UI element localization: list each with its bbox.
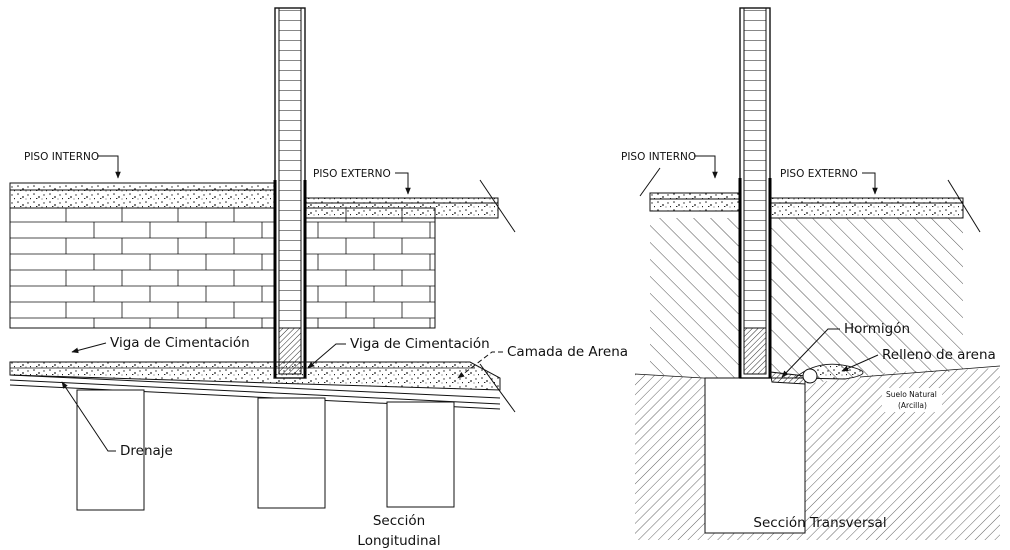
svg-text:Sección Transversal: Sección Transversal — [753, 515, 886, 531]
label-drenaje: Drenaje — [61, 381, 173, 459]
label-piso-interno-right: PISO INTERNO — [621, 151, 718, 179]
transversal-section: PISO INTERNO PISO EXTERNO Hormigón Relle… — [621, 7, 1001, 540]
longitudinal-section: PISO INTERNO PISO EXTERNO Viga de Ciment… — [9, 7, 628, 549]
label-viga-1: Viga de Cimentación — [71, 335, 250, 354]
interior-floor-slab — [9, 182, 279, 209]
svg-text:PISO INTERNO: PISO INTERNO — [621, 151, 696, 163]
concrete-wedge — [769, 371, 806, 385]
label-camada: Camada de Arena — [457, 344, 628, 379]
label-piso-externo-right: PISO EXTERNO — [780, 168, 878, 195]
svg-text:Suelo Natural: Suelo Natural — [886, 390, 937, 399]
caption-longitudinal: Sección Longitudinal — [357, 513, 440, 549]
label-piso-interno-left: PISO INTERNO — [24, 151, 121, 179]
svg-text:Camada de Arena: Camada de Arena — [507, 344, 628, 360]
svg-text:PISO INTERNO: PISO INTERNO — [24, 151, 99, 163]
svg-text:(Arcilla): (Arcilla) — [898, 401, 927, 410]
footing — [704, 377, 806, 534]
svg-text:Drenaje: Drenaje — [120, 443, 173, 459]
column-right — [738, 7, 772, 379]
svg-text:PISO EXTERNO: PISO EXTERNO — [313, 168, 391, 180]
svg-text:Sección: Sección — [373, 513, 425, 529]
svg-text:Viga de Cimentación: Viga de Cimentación — [350, 336, 490, 352]
label-hormigon: Hormigón — [781, 321, 910, 378]
interior-floor-slab-right — [639, 167, 741, 212]
exterior-floor-slab-right — [769, 179, 981, 233]
svg-text:Viga de Cimentación: Viga de Cimentación — [110, 335, 250, 351]
caption-transversal: Sección Transversal — [753, 515, 886, 531]
svg-text:Hormigón: Hormigón — [844, 321, 910, 337]
svg-text:Longitudinal: Longitudinal — [357, 533, 440, 549]
exterior-floor-slab — [303, 179, 516, 233]
brick-wall — [9, 207, 436, 329]
label-suelo: Suelo Natural (Arcilla) — [882, 388, 942, 412]
foundation-piers — [76, 389, 455, 511]
label-viga-2: Viga de Cimentación — [307, 336, 490, 369]
column — [273, 7, 307, 379]
label-piso-externo-left: PISO EXTERNO — [313, 168, 411, 195]
svg-text:Relleno de arena: Relleno de arena — [882, 347, 996, 363]
backfill-soil — [650, 218, 963, 384]
sand-layer — [9, 361, 501, 391]
svg-text:PISO EXTERNO: PISO EXTERNO — [780, 168, 858, 180]
label-relleno: Relleno de arena — [841, 347, 996, 372]
